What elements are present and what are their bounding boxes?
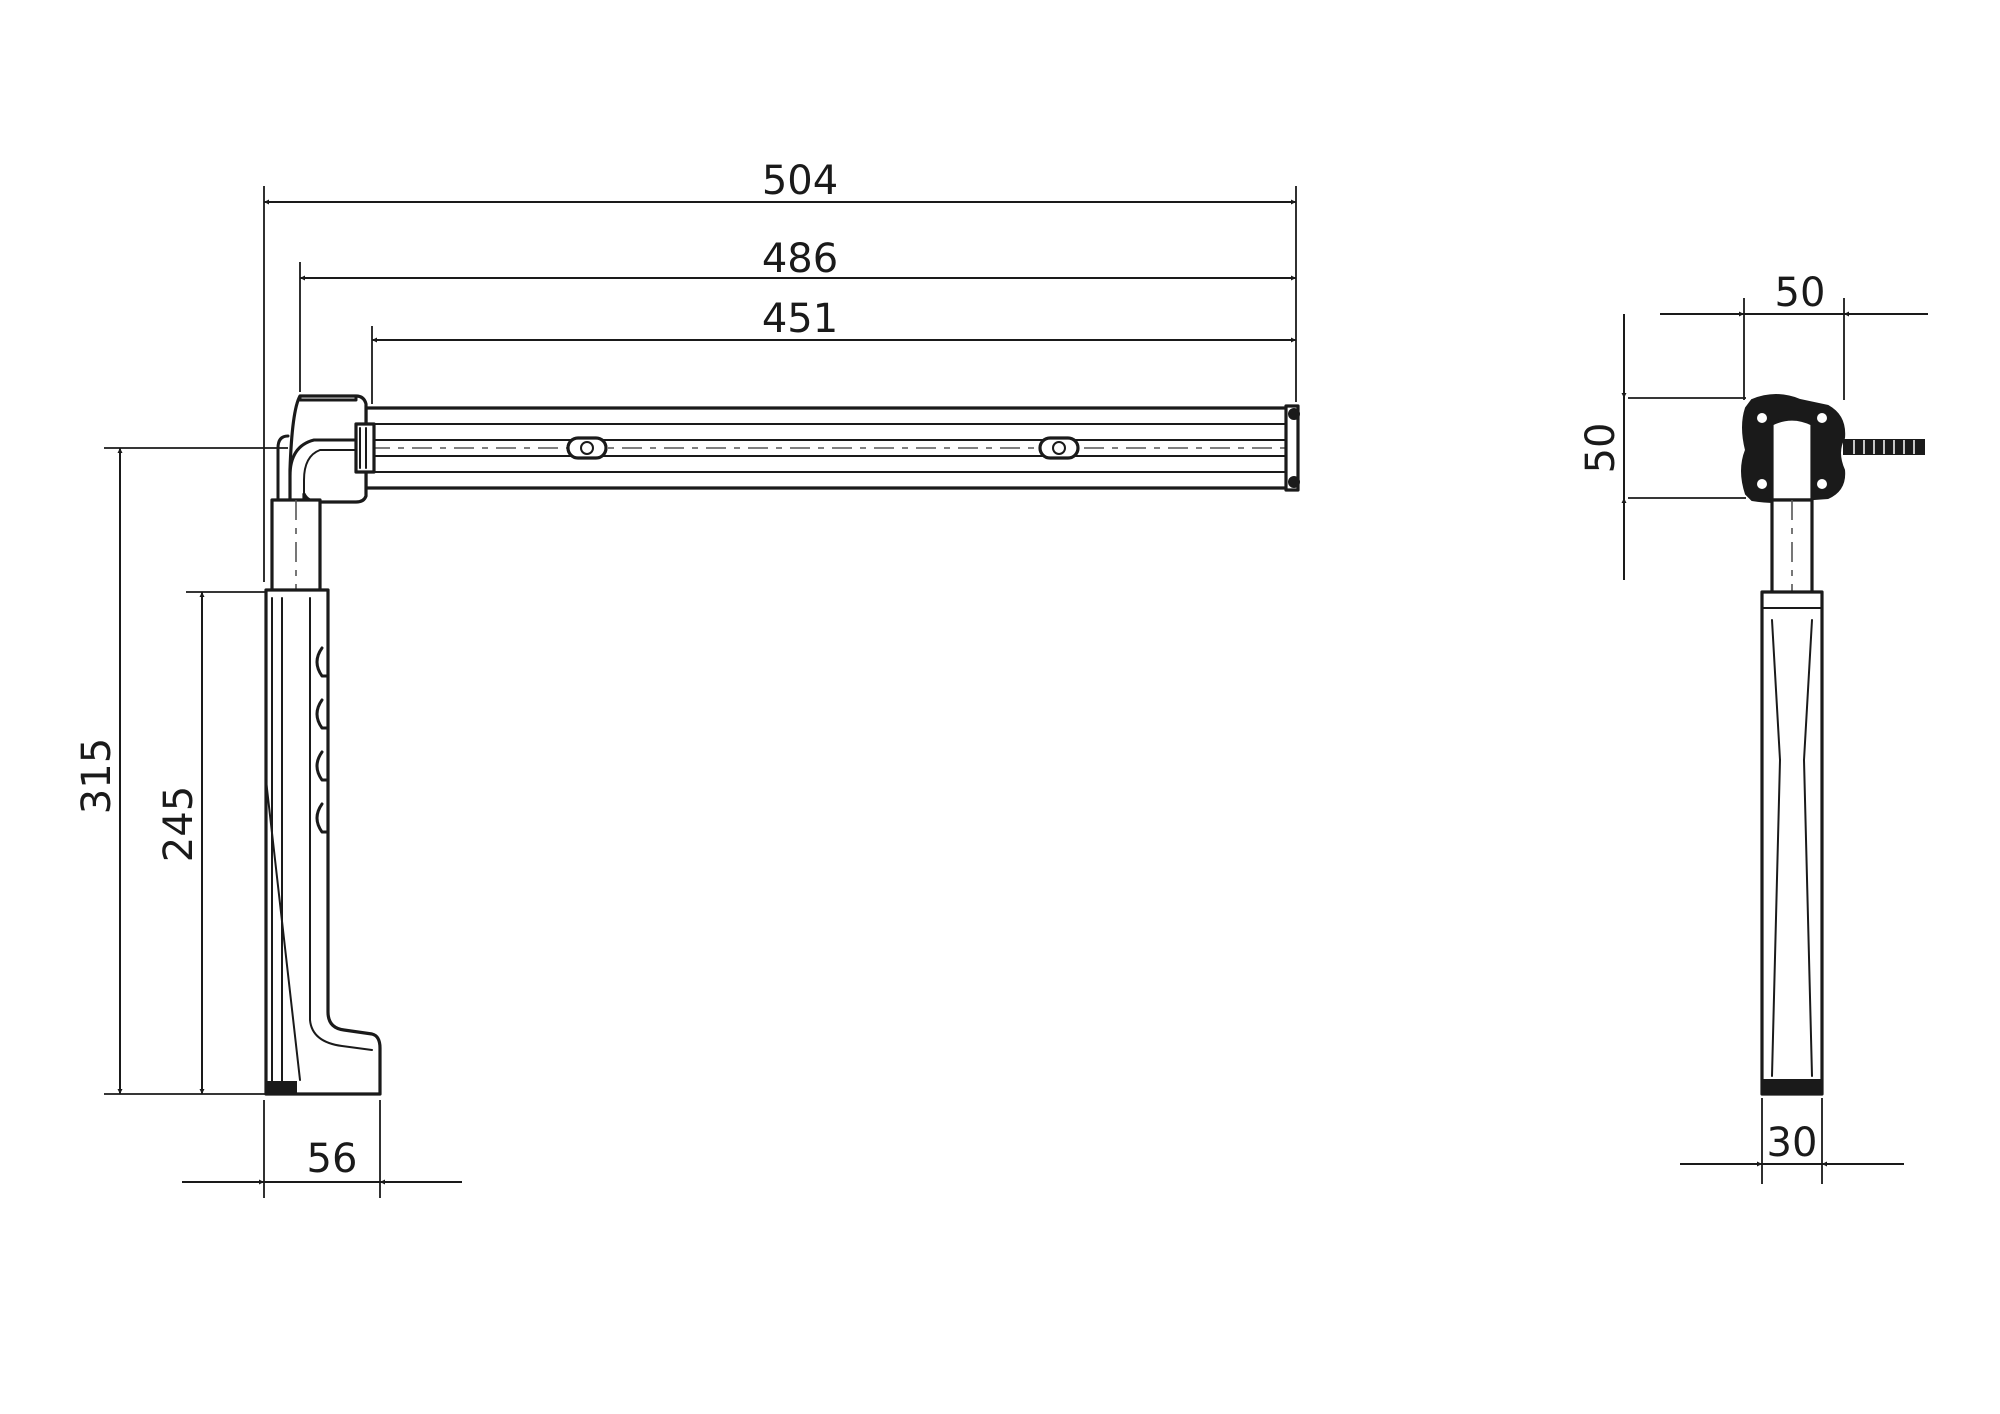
dim-total-height: 315 bbox=[74, 447, 288, 1095]
dim-label-50-height: 50 bbox=[1578, 423, 1624, 474]
dim-bracket-width: 50 bbox=[1660, 270, 1928, 400]
dim-leg-width: 30 bbox=[1680, 1098, 1904, 1184]
leg-body bbox=[264, 588, 382, 1096]
dim-base-depth: 56 bbox=[182, 1100, 462, 1198]
corner-bracket bbox=[288, 394, 376, 532]
rail-slot-left bbox=[566, 436, 608, 460]
dim-bracket-height: 50 bbox=[1578, 314, 1746, 580]
rail-slot-right bbox=[1038, 436, 1080, 460]
side-bracket bbox=[1741, 394, 1925, 503]
dim-rail-length: 451 bbox=[371, 296, 1296, 404]
dim-overall-length: 504 bbox=[263, 158, 1297, 582]
dim-label-504: 504 bbox=[762, 158, 838, 204]
dim-label-245: 245 bbox=[156, 786, 202, 862]
dim-label-486: 486 bbox=[762, 236, 838, 282]
dim-label-50-width: 50 bbox=[1775, 270, 1826, 316]
front-view: 504 486 451 315 245 bbox=[74, 158, 1300, 1198]
side-view: 50 50 30 bbox=[1578, 270, 1928, 1184]
dim-label-451: 451 bbox=[762, 296, 838, 342]
dim-label-56: 56 bbox=[307, 1136, 358, 1182]
dim-label-315: 315 bbox=[74, 738, 120, 814]
horizontal-rail bbox=[364, 404, 1300, 492]
dim-leg-height: 245 bbox=[156, 591, 266, 1094]
dim-length-mid: 486 bbox=[299, 236, 1296, 392]
dim-label-30: 30 bbox=[1767, 1120, 1818, 1166]
side-leg bbox=[1760, 590, 1824, 1096]
